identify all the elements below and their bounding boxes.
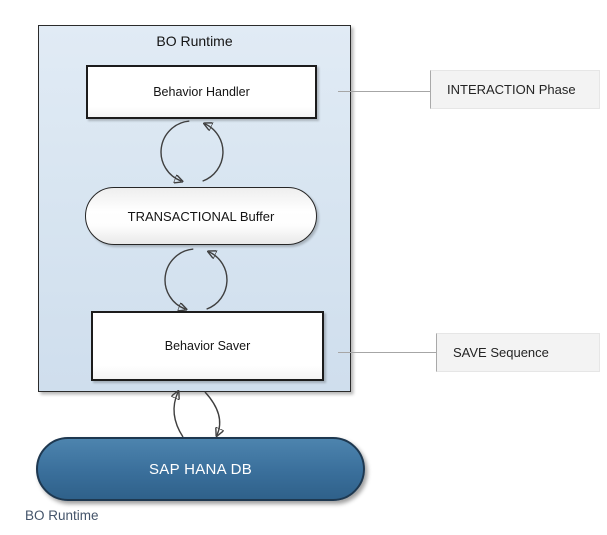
sap-hana-db-node: SAP HANA DB [36, 437, 365, 501]
interaction-phase-callout: INTERACTION Phase [430, 70, 600, 109]
callout-connector-line [338, 352, 436, 353]
interaction-phase-label: INTERACTION Phase [447, 82, 576, 97]
bo-runtime-container-title: BO Runtime [156, 33, 233, 49]
cycle-arrows-icon [160, 120, 224, 187]
save-sequence-callout: SAVE Sequence [436, 333, 600, 372]
transactional-buffer-node: TRANSACTIONAL Buffer [85, 187, 317, 245]
behavior-handler-label: Behavior Handler [153, 85, 250, 99]
exchange-arrows-icon [162, 379, 232, 449]
behavior-saver-node: Behavior Saver [91, 311, 324, 381]
behavior-saver-label: Behavior Saver [164, 339, 251, 353]
cycle-arrows-icon [164, 248, 228, 315]
transactional-buffer-label: TRANSACTIONAL Buffer [127, 208, 275, 224]
callout-connector-line [338, 91, 430, 92]
sap-hana-db-label: SAP HANA DB [148, 460, 253, 478]
diagram-caption: BO Runtime [25, 508, 99, 523]
save-sequence-label: SAVE Sequence [453, 345, 549, 360]
behavior-handler-node: Behavior Handler [86, 65, 317, 119]
